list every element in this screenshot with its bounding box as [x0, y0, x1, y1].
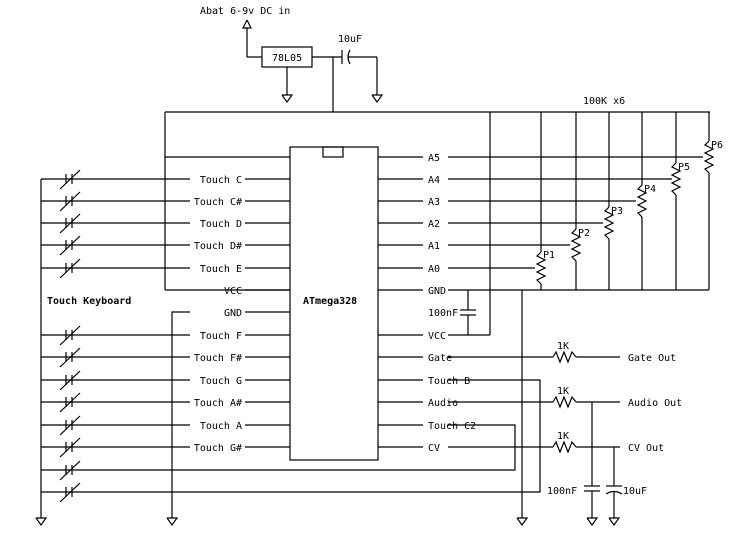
right-pins: A5 A4 A3 A2 A1 A0 GND VCC Gate Touch B A… — [378, 153, 476, 454]
filter-cap-2-label: 10uF — [623, 486, 647, 497]
cv-resistor-label: 1K — [557, 431, 569, 442]
pot-p1-label: P1 — [543, 250, 555, 261]
audio-out-label: Audio Out — [628, 398, 682, 409]
ground-symbol — [281, 94, 294, 104]
chip-label: ATmega328 — [303, 296, 357, 307]
pin-touch-a: Touch A — [200, 421, 242, 432]
pin-a1: A1 — [428, 241, 440, 252]
cv-out-label: CV Out — [628, 443, 664, 454]
power-input: Abat 6-9v DC in — [200, 6, 290, 58]
power-input-label: Abat 6-9v DC in — [200, 6, 290, 17]
filter-cap-1-label: 100nF — [547, 486, 577, 497]
pot-p6-label: P6 — [711, 140, 723, 151]
pin-audio: Audio — [428, 398, 458, 409]
pin-touch-b: Touch B — [428, 376, 470, 387]
pin-a3: A3 — [428, 197, 440, 208]
supply-capacitor: 10uF — [338, 34, 384, 104]
touch-keyboard: Touch Keyboard — [35, 169, 190, 527]
regulator-label: 78L05 — [272, 53, 302, 64]
pin-gnd-left: GND — [224, 308, 242, 319]
audio-output: 1K Audio Out — [448, 386, 682, 409]
pin-touch-d-sharp: Touch D# — [194, 241, 242, 252]
pin-cv: CV — [428, 443, 440, 454]
pot-p3-label: P3 — [611, 206, 623, 217]
pot-p2-label: P2 — [578, 228, 590, 239]
pin-gnd-right: GND — [428, 286, 446, 297]
pin-gate: Gate — [428, 353, 452, 364]
vcc-decoupling: 100nF — [428, 112, 491, 336]
pot-p5-label: P5 — [678, 162, 690, 173]
cv-output: 1K CV Out — [448, 431, 664, 454]
pin-a5: A5 — [428, 153, 440, 164]
pin-touch-c: Touch C — [200, 175, 242, 186]
gate-output: 1K Gate Out — [448, 341, 676, 364]
keyboard-label: Touch Keyboard — [47, 296, 131, 307]
pin-a4: A4 — [428, 175, 440, 186]
pin-a2: A2 — [428, 219, 440, 230]
voltage-regulator: 78L05 — [261, 46, 342, 104]
gate-out-label: Gate Out — [628, 353, 676, 364]
pots-label: 100K x6 — [583, 96, 625, 107]
pin-touch-g-sharp: Touch G# — [194, 443, 242, 454]
pin-touch-c2: Touch C2 — [428, 421, 476, 432]
pin-touch-a-sharp: Touch A# — [194, 398, 242, 409]
supply-cap-label: 10uF — [338, 34, 362, 45]
pin-touch-f: Touch F — [200, 331, 242, 342]
pin-touch-f-sharp: Touch F# — [194, 353, 242, 364]
audio-resistor-label: 1K — [557, 386, 569, 397]
left-pins: Touch C Touch C# Touch D Touch D# Touch … — [194, 175, 290, 454]
pin-touch-c-sharp: Touch C# — [194, 197, 242, 208]
pot-p4-label: P4 — [644, 184, 656, 195]
pin-a0: A0 — [428, 264, 440, 275]
pin-touch-g: Touch G — [200, 376, 242, 387]
pin-touch-e: Touch E — [200, 264, 242, 275]
atmega328-chip: ATmega328 — [289, 146, 379, 461]
potentiometers: P1 P2 P3 P4 P5 P6 — [535, 112, 723, 290]
pin-vcc-left: VCC — [224, 286, 242, 297]
decoupling-cap-label: 100nF — [428, 308, 458, 319]
pin-vcc-right: VCC — [428, 331, 446, 342]
gate-resistor-label: 1K — [557, 341, 569, 352]
pin-touch-d: Touch D — [200, 219, 242, 230]
filter-caps: 100nF 10uF — [547, 402, 647, 527]
